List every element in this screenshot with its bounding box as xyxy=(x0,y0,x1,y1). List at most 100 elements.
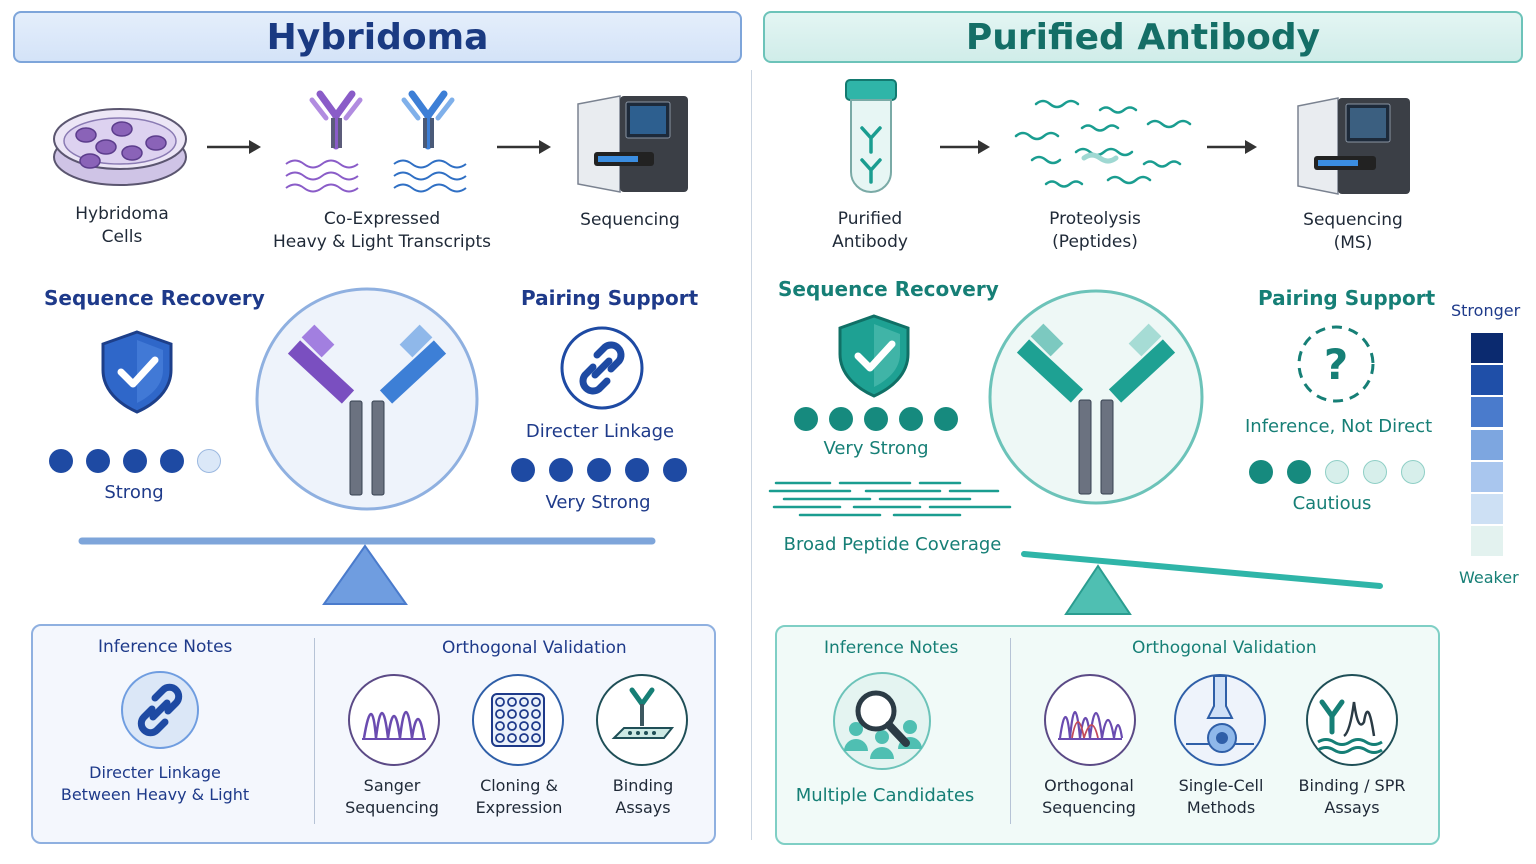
balance-beam-icon xyxy=(78,537,656,605)
chromatogram-icon xyxy=(1044,674,1136,766)
pairing-support-rating-dots xyxy=(511,458,687,482)
workflow-label-ms-sequencing: Sequencing (MS) xyxy=(1283,209,1423,255)
mass-spec-icon xyxy=(1297,97,1410,195)
pairing-support-rating: Cautious xyxy=(1292,493,1372,514)
svg-text:?: ? xyxy=(1324,340,1348,389)
rating-dot-filled xyxy=(934,407,958,431)
rating-dot-filled xyxy=(86,449,110,473)
label-line: Cells xyxy=(101,227,143,247)
label-line: Assays xyxy=(1324,798,1380,817)
label-line: Methods xyxy=(1186,798,1256,817)
single-cell-icon xyxy=(1174,674,1266,766)
legend-swatch xyxy=(1471,429,1503,460)
label-line: Single-Cell xyxy=(1178,776,1264,795)
pairing-support-heading: Pairing Support xyxy=(521,286,699,310)
sequence-recovery-rating-dots xyxy=(49,449,221,473)
rating-dot-filled xyxy=(511,458,535,482)
sequence-recovery-rating-dots xyxy=(794,407,958,431)
sequence-recovery-rating: Strong xyxy=(104,482,164,503)
rating-dot-filled xyxy=(123,449,147,473)
rating-dot-empty xyxy=(1401,460,1425,484)
arrow-right-icon xyxy=(940,140,990,154)
workflow-label-transcripts: Co-Expressed Heavy & Light Transcripts xyxy=(262,208,502,254)
legend-swatch xyxy=(1471,461,1503,492)
inference-notes-text: Multiple Candidates xyxy=(795,785,975,806)
label-line: Co-Expressed xyxy=(323,209,441,229)
rating-dot-empty xyxy=(1363,460,1387,484)
legend-swatch xyxy=(1471,397,1503,428)
shield-check-icon xyxy=(101,330,173,414)
sequencer-icon xyxy=(577,95,688,193)
rating-dot-filled xyxy=(1249,460,1273,484)
question-mark-icon: ? xyxy=(1297,325,1375,403)
workflow-label-hybridoma-cells: Hybridoma Cells xyxy=(52,203,192,249)
label-line: Assays xyxy=(615,798,671,817)
text-line: Directer Linkage xyxy=(89,763,221,782)
validation-label: Sanger Sequencing xyxy=(330,775,454,819)
inference-notes-heading: Inference Notes xyxy=(98,637,233,657)
sequence-recovery-rating: Very Strong xyxy=(823,438,929,459)
section-separator xyxy=(1010,638,1011,824)
label-line: Expression xyxy=(475,798,563,817)
chromatogram-icon xyxy=(348,674,440,766)
orthogonal-validation-heading: Orthogonal Validation xyxy=(1132,638,1317,658)
legend-swatch xyxy=(1471,333,1503,363)
validation-label: Binding / SPR Assays xyxy=(1286,775,1418,819)
peptides-icon xyxy=(1014,99,1192,188)
legend-swatch xyxy=(1471,526,1503,557)
validation-label: Binding Assays xyxy=(588,775,698,819)
rating-dot-filled xyxy=(829,407,853,431)
well-plate-icon xyxy=(472,674,564,766)
pairing-support-rating-dots xyxy=(1249,460,1425,484)
rating-dot-filled xyxy=(899,407,923,431)
rating-dot-filled xyxy=(49,449,73,473)
rating-dot-empty xyxy=(197,449,221,473)
shield-check-icon xyxy=(838,314,910,398)
sequence-recovery-heading: Sequence Recovery xyxy=(778,277,999,301)
orthogonal-validation-heading: Orthogonal Validation xyxy=(442,638,627,658)
text-line: Between Heavy & Light xyxy=(60,785,250,804)
rating-dot-filled xyxy=(587,458,611,482)
petri-dish-icon xyxy=(53,108,187,186)
spr-assay-icon xyxy=(1306,674,1398,766)
rating-dot-empty xyxy=(1325,460,1349,484)
validation-label: Cloning & Expression xyxy=(454,775,584,819)
rating-dot-filled xyxy=(663,458,687,482)
pairing-support-subtitle: Inference, Not Direct xyxy=(1245,416,1433,437)
label-line: Sanger xyxy=(363,776,421,795)
label-line: Proteolysis xyxy=(1049,209,1141,229)
validation-label: Orthogonal Sequencing xyxy=(1026,775,1152,819)
rating-dot-filled xyxy=(549,458,573,482)
label-line: Sequencing xyxy=(345,798,439,817)
label-line: Purified xyxy=(837,209,903,229)
workflow-label-proteolysis: Proteolysis (Peptides) xyxy=(1025,208,1165,254)
peptide-coverage-lines xyxy=(768,481,1012,517)
arrow-right-icon xyxy=(207,140,261,154)
rating-dot-filled xyxy=(794,407,818,431)
label-line: Hybridoma xyxy=(75,204,169,224)
sequence-recovery-heading: Sequence Recovery xyxy=(44,286,265,310)
inference-notes-heading: Inference Notes xyxy=(824,638,959,658)
pairing-support-rating: Very Strong xyxy=(545,492,651,513)
antibody-tube-icon xyxy=(845,79,897,193)
legend-stronger-label: Stronger xyxy=(1451,301,1521,320)
link-icon xyxy=(560,326,644,410)
legend-weaker-label: Weaker xyxy=(1459,568,1519,587)
workflow-label-purified-antibody: Purified Antibody xyxy=(800,208,940,254)
magnifier-people-icon xyxy=(833,672,931,770)
arrow-right-icon xyxy=(497,140,551,154)
peptide-coverage-label: Broad Peptide Coverage xyxy=(783,534,1002,555)
label-line: (Peptides) xyxy=(1052,232,1138,252)
legend-swatch xyxy=(1471,365,1503,396)
rating-dot-filled xyxy=(625,458,649,482)
purified-antibody-panel-title: Purified Antibody xyxy=(763,11,1523,63)
balance-beam-icon xyxy=(1021,551,1383,615)
section-separator xyxy=(314,638,315,824)
pairing-support-heading: Pairing Support xyxy=(1258,286,1436,310)
inference-notes-text: Directer Linkage Between Heavy & Light xyxy=(50,762,260,806)
label-line: Binding / SPR xyxy=(1298,776,1406,795)
validation-label: Single-Cell Methods xyxy=(1162,775,1280,819)
label-line: Cloning & xyxy=(480,776,558,795)
rating-dot-filled xyxy=(864,407,888,431)
antibody-scale-icon xyxy=(988,289,1204,505)
